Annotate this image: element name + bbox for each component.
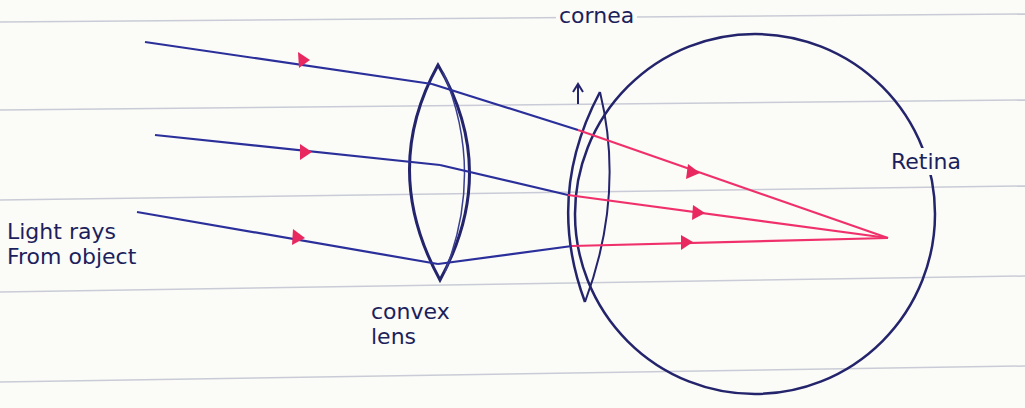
refracted-rays [568, 130, 888, 246]
ray-arrowheads [292, 52, 705, 250]
source-label: Light rays From object [4, 218, 160, 271]
part-label: Retina [888, 148, 964, 175]
paper-rules [0, 14, 1025, 382]
leader-arrow [573, 84, 583, 104]
light-rays [137, 42, 578, 264]
eyeball-outline [575, 34, 935, 394]
part-label: cornea [556, 2, 637, 29]
convex-lens-symbol [409, 65, 469, 280]
part-label: convex lens [368, 298, 484, 351]
